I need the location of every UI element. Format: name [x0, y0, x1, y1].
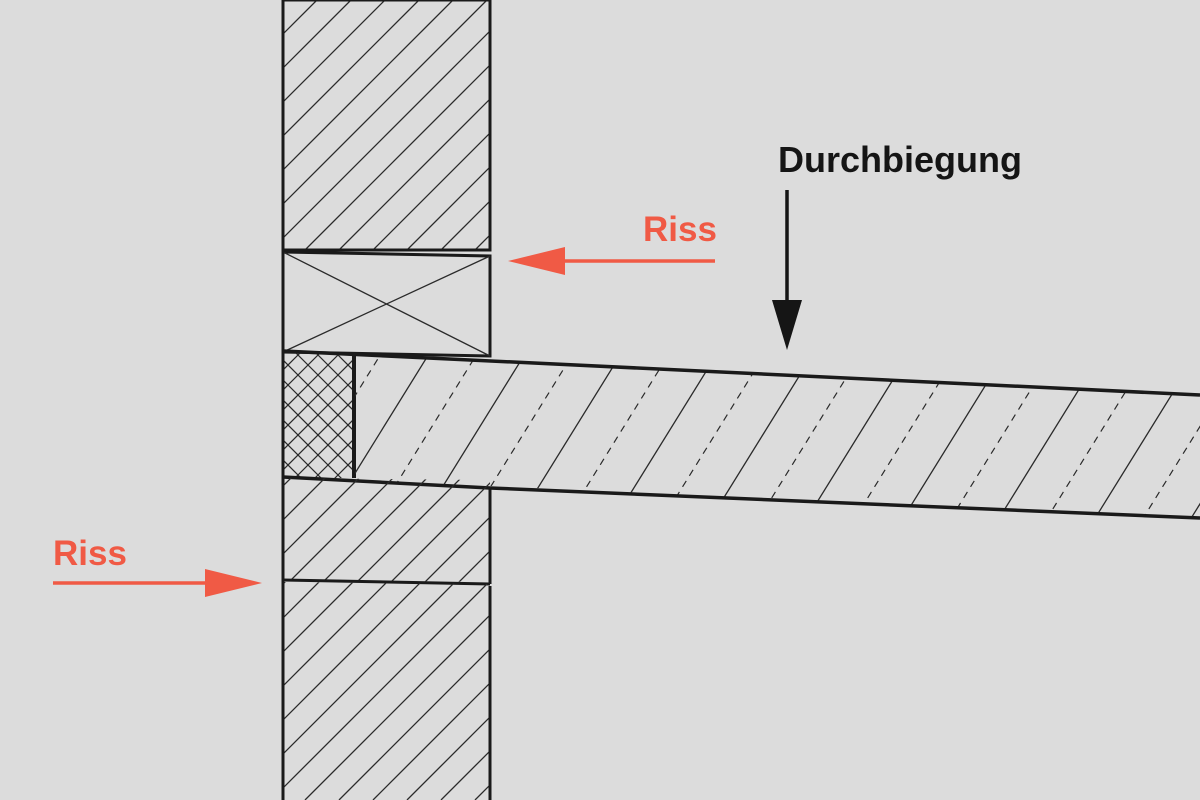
- lower-wall: [281, 582, 492, 800]
- slab-support: [283, 352, 356, 478]
- crack-arrow-upper: [508, 247, 715, 275]
- deflection-arrow: [772, 190, 802, 350]
- floor-slab: [282, 349, 1200, 520]
- upper-wall: [281, 0, 492, 252]
- crack-label-upper: Riss: [643, 210, 717, 249]
- crack-arrow-lower: [53, 569, 262, 597]
- bearing-block: [281, 250, 492, 358]
- crack-label-lower: Riss: [53, 534, 127, 573]
- deflection-label: Durchbiegung: [778, 139, 1022, 180]
